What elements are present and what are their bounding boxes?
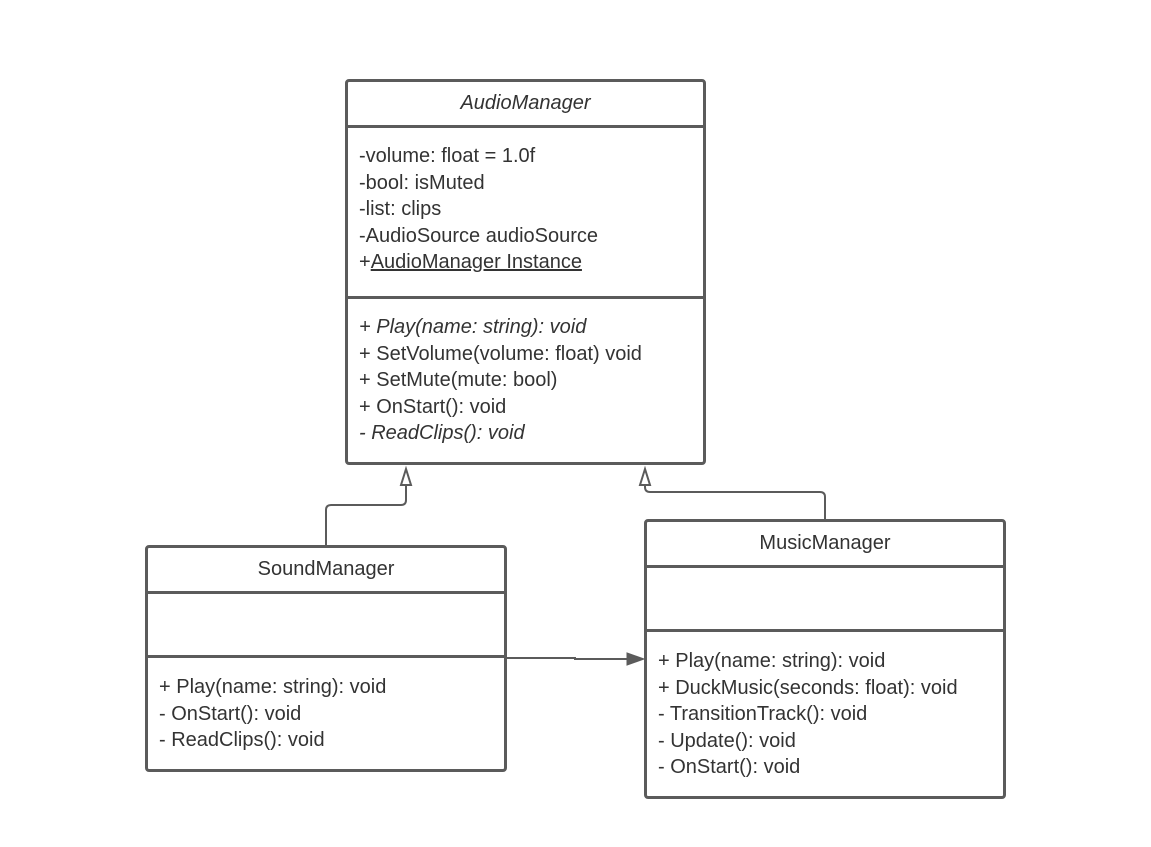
sound-manager-method: - ReadClips(): void [159, 729, 325, 751]
audio-manager-static-attribute: +AudioManager Instance [359, 249, 703, 276]
audio-manager-attribute: -list: clips [359, 198, 442, 220]
music-manager-attributes [647, 565, 1003, 629]
audio-manager-attributes: -volume: float = 1.0f -bool: isMuted -li… [348, 125, 703, 296]
audio-manager-name: AudioManager [460, 92, 591, 114]
sound-manager-inheritance-arrowhead [399, 465, 413, 486]
music-manager-method: + Play(name: string): void [658, 650, 886, 672]
audio-manager-attribute: -bool: isMuted [359, 171, 485, 194]
music-manager-name: MusicManager [759, 532, 891, 554]
music-manager-methods: + Play(name: string): void + DuckMusic(s… [647, 629, 1003, 796]
association-line [506, 657, 628, 660]
music-manager-inheritance-line [644, 485, 826, 520]
audio-manager-methods: + Play(name: string): void + SetVolume(v… [348, 296, 703, 462]
audio-manager-method: + Play(name: string): void [359, 316, 587, 338]
association-arrowhead [626, 652, 646, 666]
music-manager-inheritance-arrowhead [638, 465, 652, 486]
audio-manager-class: AudioManager -volume: float = 1.0f -bool… [345, 79, 706, 465]
music-manager-method: + DuckMusic(seconds: float): void [658, 676, 958, 699]
static-attribute-visibility: + [359, 251, 371, 273]
static-attribute-text: AudioManager Instance [370, 251, 582, 273]
sound-manager-method: - OnStart(): void [159, 702, 302, 725]
audio-manager-method: + SetVolume(volume: float) void [359, 342, 642, 365]
audio-manager-method: - ReadClips(): void [359, 422, 525, 444]
music-manager-method: - TransitionTrack(): void [658, 703, 868, 725]
sound-manager-class: SoundManager + Play(name: string): void … [145, 545, 507, 772]
music-manager-method: - Update(): void [658, 729, 796, 752]
sound-manager-attributes [148, 591, 504, 655]
audio-manager-method: + OnStart(): void [359, 395, 507, 418]
sound-manager-methods: + Play(name: string): void - OnStart(): … [148, 655, 504, 769]
audio-manager-method: + SetMute(mute: bool) [359, 369, 558, 391]
music-manager-class: MusicManager + Play(name: string): void … [644, 519, 1006, 799]
audio-manager-attribute: -volume: float = 1.0f [359, 145, 536, 167]
sound-manager-method: + Play(name: string): void [159, 676, 387, 698]
sound-manager-inheritance-line [325, 485, 407, 546]
sound-manager-name: SoundManager [257, 558, 395, 580]
music-manager-method: - OnStart(): void [658, 756, 801, 778]
audio-manager-attribute: -AudioSource audioSource [359, 224, 599, 247]
